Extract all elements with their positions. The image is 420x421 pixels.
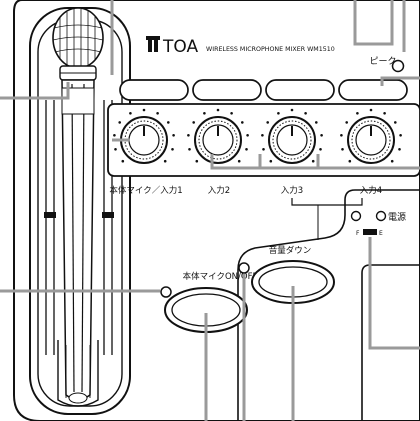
peak-label: ピーク [369, 56, 396, 67]
channel-slot-1 [119, 79, 189, 101]
model-name: WIRELESS MICROPHONE MIXER WM1510 [206, 46, 335, 53]
peak-led [391, 59, 405, 73]
knob-label-1: 本体マイク／入力1 [109, 185, 182, 196]
power-label: 電源 [388, 212, 406, 223]
channel-slot-2 [192, 79, 262, 101]
knob-panel [107, 103, 420, 177]
device-side-block [237, 189, 420, 421]
channel-slot-4 [338, 79, 408, 101]
volume-knob-4[interactable] [340, 108, 402, 164]
channel-slot-3 [265, 79, 335, 101]
mic-onoff-led [160, 286, 172, 298]
switch-e-label: E [379, 230, 383, 237]
mic-onoff-label: 本体マイクON/OFF [183, 271, 258, 282]
brand-name: TOA [162, 37, 198, 57]
power-switch[interactable] [363, 229, 377, 235]
mic-clip [57, 340, 99, 407]
mic-handle [61, 79, 95, 401]
volume-knob-1[interactable] [113, 108, 175, 164]
power-led-2 [375, 210, 387, 222]
knob-label-3: 入力3 [281, 185, 303, 196]
input-bracket [291, 198, 363, 206]
volume-down-label: 音量ダウン [269, 245, 312, 256]
volume-down-led [238, 262, 250, 274]
power-led [350, 210, 362, 222]
volume-knob-3[interactable] [261, 108, 323, 164]
mic-head [52, 7, 104, 69]
knob-label-4: 入力4 [360, 185, 382, 196]
switch-f-label: F [356, 230, 360, 237]
knob-label-2: 入力2 [208, 185, 230, 196]
toa-logo-icon [146, 36, 160, 52]
volume-knob-2[interactable] [187, 108, 249, 164]
knob-group [113, 108, 402, 164]
